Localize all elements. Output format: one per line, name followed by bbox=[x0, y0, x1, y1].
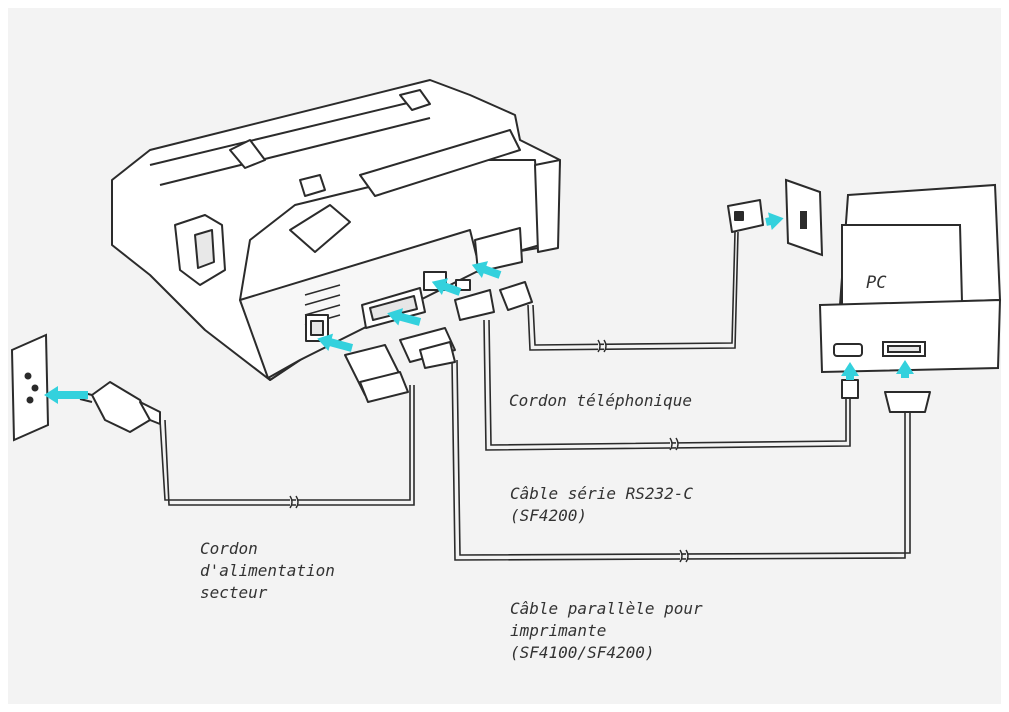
arrow-power-fax bbox=[314, 329, 354, 352]
phone-cord-label: Cordon téléphonique bbox=[509, 390, 692, 412]
arrow-serial-pc bbox=[841, 362, 859, 380]
serial-cable-label: Câble série RS232-C (SF4200) bbox=[510, 483, 693, 527]
arrow-parallel-fax bbox=[384, 304, 422, 326]
phone-wall-jack bbox=[784, 178, 824, 257]
phone-cord-text: Cordon téléphonique bbox=[509, 391, 693, 410]
serial-cable-line2: (SF4200) bbox=[510, 506, 588, 525]
power-cord-label: Cordon d'alimentation secteur bbox=[200, 538, 335, 604]
connection-arrows bbox=[44, 209, 914, 404]
parallel-cable-line3: (SF4100/SF4200) bbox=[510, 643, 655, 662]
arrow-serial-fax bbox=[428, 273, 462, 296]
arrow-phone-wall bbox=[765, 209, 786, 230]
connectors bbox=[79, 199, 931, 433]
pc-computer bbox=[818, 183, 1002, 374]
parallel-cable-line2: imprimante bbox=[510, 621, 607, 640]
power-cord-line2: d'alimentation bbox=[200, 561, 335, 580]
power-wall-outlet bbox=[10, 333, 50, 442]
power-cord-line3: secteur bbox=[200, 583, 268, 602]
arrow-parallel-pc bbox=[896, 360, 914, 378]
pc-label: PC bbox=[866, 273, 887, 293]
power-cord-line1: Cordon bbox=[200, 539, 258, 558]
parallel-cable-line1: Câble parallèle pour bbox=[510, 599, 703, 618]
arrow-power-wall bbox=[44, 386, 88, 404]
arrow-phone-fax bbox=[468, 256, 502, 279]
fax-machine bbox=[111, 79, 561, 381]
cable-break-marks bbox=[289, 339, 689, 563]
parallel-cable-label: Câble parallèle pour imprimante (SF4100/… bbox=[510, 598, 703, 664]
serial-cable-line1: Câble série RS232-C bbox=[510, 484, 694, 503]
